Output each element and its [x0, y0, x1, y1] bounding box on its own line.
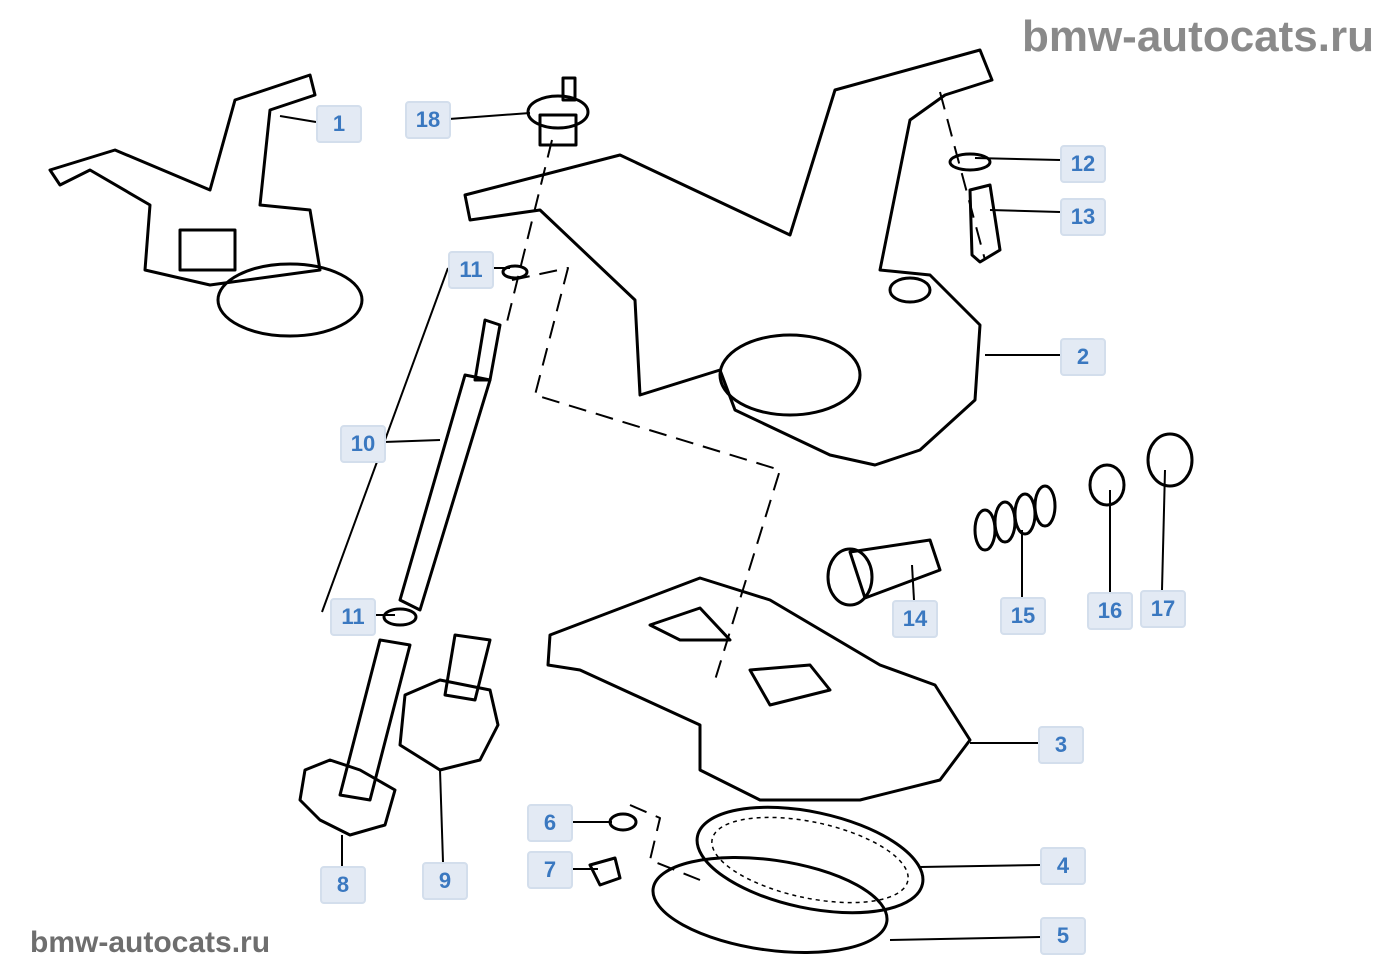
part-11-ring-top: [501, 264, 529, 280]
part-1-oil-pump-assembly: [48, 73, 364, 338]
part-9-rotor: [398, 633, 500, 772]
callout-10[interactable]: 10: [340, 425, 386, 463]
callout-8[interactable]: 8: [320, 866, 366, 904]
part-15-spring: [973, 484, 1057, 552]
part-16-washer: [1088, 463, 1126, 507]
part-10-shaft: [398, 373, 492, 612]
callout-12[interactable]: 12: [1060, 145, 1106, 183]
part-2-pump-housing: [463, 48, 994, 467]
part-4-strainer-screen: [695, 805, 925, 915]
callout-15[interactable]: 15: [1000, 597, 1046, 635]
part-12-washer: [948, 152, 992, 172]
callout-2[interactable]: 2: [1060, 338, 1106, 376]
callout-4[interactable]: 4: [1040, 847, 1086, 885]
callout-11-top[interactable]: 11: [448, 251, 494, 289]
part-18-drive-gear: [526, 76, 590, 147]
callout-17[interactable]: 17: [1140, 590, 1186, 628]
part-13-bolt: [968, 183, 1002, 264]
callout-18[interactable]: 18: [405, 101, 451, 139]
callout-11-bottom[interactable]: 11: [330, 598, 376, 636]
part-3-pump-cover: [546, 576, 972, 802]
callout-5[interactable]: 5: [1040, 917, 1086, 955]
part-17-circlip: [1146, 432, 1194, 488]
callout-14[interactable]: 14: [892, 600, 938, 638]
callout-16[interactable]: 16: [1087, 592, 1133, 630]
assembly-lines: [504, 91, 986, 881]
watermark-top: bmw-autocats.ru: [1021, 12, 1374, 61]
callout-7[interactable]: 7: [527, 851, 573, 889]
callout-3[interactable]: 3: [1038, 726, 1084, 764]
part-5-strainer-cover: [651, 856, 889, 954]
callout-6[interactable]: 6: [527, 804, 573, 842]
part-7-screw: [588, 856, 622, 887]
callout-9[interactable]: 9: [422, 862, 468, 900]
part-14-relief-piston: [826, 538, 942, 607]
part-8-rotor-shaft: [298, 638, 412, 837]
watermark-bottom: bmw-autocats.ru: [30, 926, 271, 959]
part-11-ring-bottom: [382, 607, 418, 627]
callout-13[interactable]: 13: [1060, 198, 1106, 236]
part-6-washer: [608, 812, 638, 832]
callout-1[interactable]: 1: [316, 105, 362, 143]
part-10-shaft-top: [473, 318, 502, 382]
